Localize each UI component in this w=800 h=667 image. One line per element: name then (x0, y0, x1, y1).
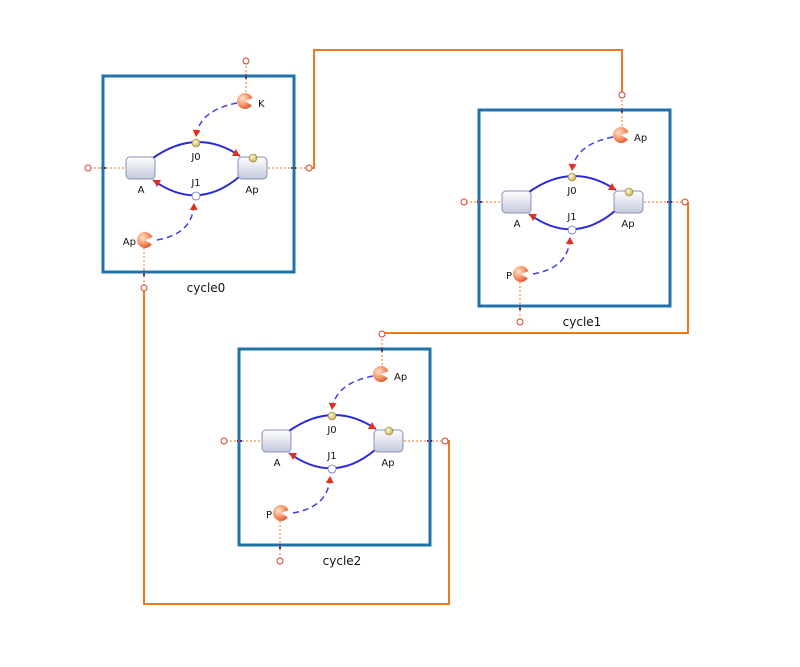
catalyst-top-label: Ap (394, 372, 407, 383)
species-ap-phospho-marker (248, 153, 258, 163)
reaction-j0-label: J0 (566, 186, 576, 197)
species-ap-phospho-marker (624, 187, 634, 197)
reaction-j1-label: J1 (190, 178, 200, 189)
species-ap-phospho-marker (384, 426, 394, 436)
connections (143, 49, 689, 605)
species-a-label: A (514, 219, 521, 230)
reaction-j0-label: J0 (190, 152, 200, 163)
port-top[interactable] (242, 57, 250, 65)
module-title: cycle0 (187, 281, 226, 295)
reaction-forward-arrow (231, 149, 240, 156)
catalyst-top-label: Ap (634, 133, 647, 144)
port-left[interactable] (220, 437, 228, 445)
port-bottom[interactable] (516, 318, 524, 326)
module-title: cycle1 (563, 315, 602, 329)
species-a-label: A (138, 185, 145, 196)
modifier-top-arc[interactable] (571, 136, 614, 171)
module-title: cycle2 (323, 554, 362, 568)
modifier-bottom-arrow (189, 203, 198, 211)
species-a-node[interactable] (261, 429, 292, 453)
reaction-j1-label: J1 (326, 451, 336, 462)
port-right[interactable] (681, 198, 689, 206)
catalyst-bottom-label: P (266, 510, 272, 521)
reaction-j0-marker (327, 411, 337, 421)
port-left[interactable] (84, 164, 92, 172)
catalyst-top-blob[interactable] (237, 93, 254, 109)
modifier-top-arrow (568, 163, 577, 171)
species-a-label: A (274, 458, 281, 469)
port-bottom[interactable] (276, 557, 284, 565)
species-a-node[interactable] (125, 156, 156, 180)
reaction-j1-label: J1 (566, 212, 576, 223)
modifier-top-arrow (328, 402, 337, 410)
reaction-back-arrow (153, 180, 162, 187)
port-top[interactable] (618, 91, 626, 99)
catalyst-top-blob[interactable] (613, 127, 630, 143)
modifier-bottom-arrow (325, 476, 334, 484)
module-border (237, 347, 432, 547)
species-ap-label: Ap (621, 219, 634, 230)
reaction-back-arrow (529, 214, 538, 221)
modifier-bottom-arc[interactable] (156, 204, 195, 241)
catalyst-bottom-label: P (506, 271, 512, 282)
reaction-j1-marker (327, 464, 337, 474)
species-a-node[interactable] (501, 190, 532, 214)
catalyst-top-label: K (258, 99, 265, 110)
reaction-back-arrow (289, 453, 298, 460)
modifier-bottom-arrow (565, 237, 574, 245)
catalyst-bottom-label: Ap (123, 237, 136, 248)
modifier-top-arc[interactable] (331, 375, 374, 410)
reaction-j1-marker (567, 225, 577, 235)
module-border (477, 108, 672, 308)
reaction-forward-arrow (607, 183, 616, 190)
modifier-bottom-arc[interactable] (532, 238, 571, 275)
modifier-top-arc[interactable] (195, 102, 238, 137)
port-left[interactable] (460, 198, 468, 206)
modifier-bottom-arc[interactable] (292, 477, 331, 514)
port-right[interactable] (305, 164, 313, 172)
modifier-top-arrow (192, 129, 201, 137)
port-right[interactable] (441, 437, 449, 445)
catalyst-bottom-blob[interactable] (513, 266, 530, 282)
reaction-j0-label: J0 (326, 425, 336, 436)
connection-cycle1-to-cycle2[interactable] (381, 202, 689, 335)
port-bottom[interactable] (140, 284, 148, 292)
catalyst-top-blob[interactable] (373, 366, 390, 382)
catalyst-bottom-blob[interactable] (273, 505, 290, 521)
reaction-j0-marker (567, 172, 577, 182)
reaction-j1-marker (191, 191, 201, 201)
species-ap-label: Ap (381, 458, 394, 469)
reaction-j0-marker (191, 138, 201, 148)
module-border (101, 74, 296, 274)
reaction-forward-arrow (367, 422, 376, 429)
catalyst-bottom-blob[interactable] (137, 232, 154, 248)
port-top[interactable] (378, 330, 386, 338)
species-ap-label: Ap (245, 185, 258, 196)
